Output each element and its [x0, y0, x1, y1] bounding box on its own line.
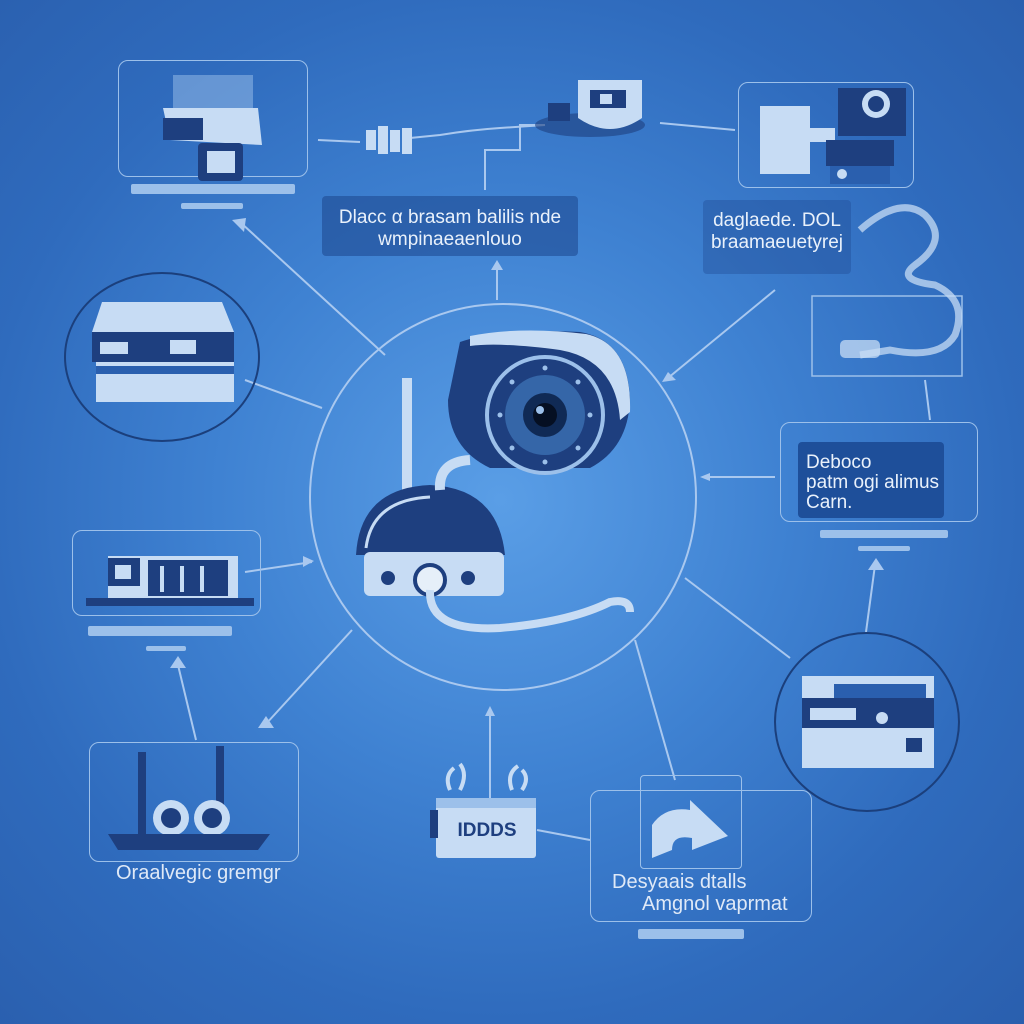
top-right-label-line1: daglaede. DOL — [713, 210, 841, 231]
bottom-left-caption: Oraalvegic gremgr — [116, 862, 281, 884]
bottom-right-label-line1: Desyaais dtalls — [612, 871, 747, 893]
top-right-label-line2: braamaeuetyrej — [710, 232, 844, 253]
right-label-box — [798, 442, 944, 518]
right-bar-small — [858, 546, 910, 551]
top-right-card — [738, 82, 914, 188]
top-left-bar — [131, 184, 295, 194]
right-label-line2: patm ogi alimus — [806, 472, 940, 493]
bottom-right-label-line2: Amgnol vaprmat — [642, 893, 788, 915]
right-label-line3: Carn. — [806, 492, 853, 513]
top-right-label-box — [703, 200, 851, 274]
bottom-left-card — [89, 742, 299, 862]
top-left-bar-small — [181, 203, 243, 209]
right-device-circle — [774, 632, 960, 812]
center-ring — [309, 303, 697, 691]
right-label-line1: Deboco — [806, 452, 872, 473]
right-bar — [820, 530, 948, 538]
middle-left-bar — [88, 626, 232, 636]
top-center-label-box — [322, 196, 578, 256]
top-center-label-line1: Dlacc α brasam balilis nde — [338, 207, 562, 228]
bottom-right-inner-card — [640, 775, 742, 869]
top-center-label-line2: wmpinaeaenlouo — [378, 229, 522, 250]
bottom-right-bar — [638, 929, 744, 939]
middle-left-card — [72, 530, 261, 616]
left-device-circle — [64, 272, 260, 442]
bottom-right-card — [590, 790, 812, 922]
bottom-center-tag: IDDDS — [457, 820, 517, 841]
right-card — [780, 422, 978, 522]
middle-left-bar-small — [146, 646, 186, 651]
